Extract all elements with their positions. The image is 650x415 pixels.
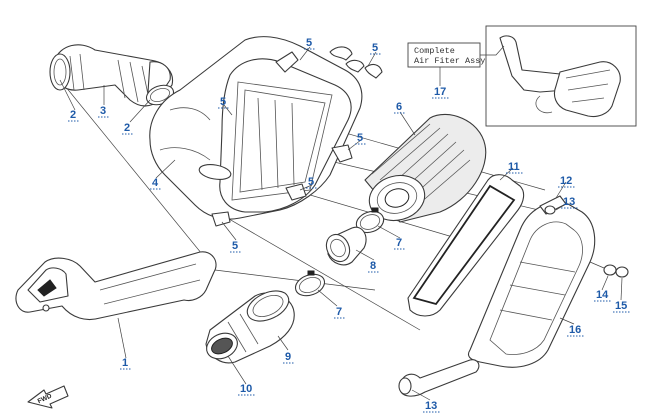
air-filter-element-part-6 xyxy=(364,113,487,223)
callout-14: 14 xyxy=(596,289,609,301)
forward-direction-arrow: FWD xyxy=(27,385,69,409)
callout-10: 10 xyxy=(240,383,252,395)
callout-17: 17 xyxy=(434,86,446,98)
note-line-2: Air Fiter Assy xyxy=(414,56,485,66)
callout-3: 3 xyxy=(100,105,106,117)
callout-2-right: 2 xyxy=(124,122,130,134)
callout-12: 12 xyxy=(560,175,572,187)
airbox-housing-part-4 xyxy=(149,36,363,220)
callout-11: 11 xyxy=(508,161,520,173)
callout-16: 16 xyxy=(569,324,581,336)
callout-5-top-b: 5 xyxy=(372,42,378,54)
callout-7-lower: 7 xyxy=(336,306,342,318)
callout-4: 4 xyxy=(152,177,159,189)
callout-8: 8 xyxy=(370,260,376,272)
callout-6: 6 xyxy=(396,101,402,113)
callout-labels: 2 3 2 5 5 5 5 5 5 4 6 7 7 8 9 10 1 11 xyxy=(68,37,631,413)
clamp-part-7-lower xyxy=(294,270,326,297)
clip-part-5-top xyxy=(211,46,383,227)
callout-9: 9 xyxy=(285,351,291,363)
drain-hose-part-13-lower xyxy=(398,359,480,397)
callout-5-bottom: 5 xyxy=(232,240,238,252)
callout-13-lower: 13 xyxy=(425,400,437,412)
callout-5-lower: 5 xyxy=(308,176,314,188)
assembly-note: Complete Air Fiter Assy xyxy=(407,42,505,68)
callout-15: 15 xyxy=(615,300,627,312)
callout-5-top-a: 5 xyxy=(306,37,312,49)
callout-1: 1 xyxy=(122,357,128,369)
gasket-part-11 xyxy=(407,174,525,317)
connector-tube-part-8 xyxy=(325,226,367,266)
callout-leaders xyxy=(59,46,623,401)
clamp-part-14-15 xyxy=(589,261,629,278)
intake-duct-part-3 xyxy=(49,44,174,107)
note-line-1: Complete xyxy=(414,46,455,56)
callout-5-mid: 5 xyxy=(357,132,363,144)
callout-5-left: 5 xyxy=(220,96,226,108)
inlet-tube-part-1 xyxy=(15,251,217,321)
complete-assembly-inset xyxy=(485,25,637,127)
hose-clamp-part-13-upper xyxy=(544,205,556,215)
callout-7-upper: 7 xyxy=(396,237,402,249)
ring-part-10 xyxy=(206,332,238,360)
callout-13-upper: 13 xyxy=(563,196,575,208)
callout-2-left: 2 xyxy=(70,109,76,121)
